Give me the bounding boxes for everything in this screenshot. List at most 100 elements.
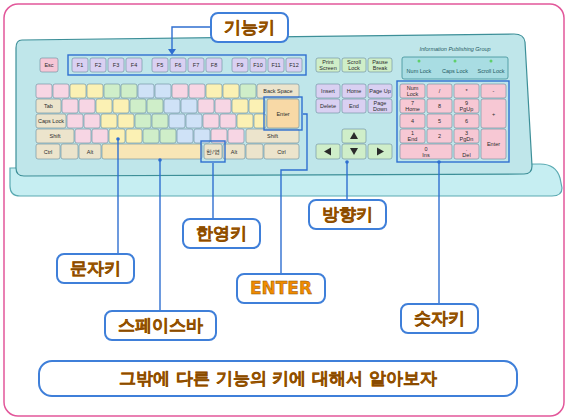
key-label: Shift	[267, 133, 278, 139]
page-frame	[4, 4, 564, 416]
key-cap	[206, 58, 222, 72]
key-label-holder: Shift	[36, 129, 74, 143]
callout-box: ENTER	[236, 273, 326, 304]
key-cap	[169, 114, 185, 128]
key-cap	[92, 129, 108, 143]
key-label: Scroll Lock	[343, 59, 365, 71]
callout-box: 스페이스바	[104, 310, 217, 341]
key-cap	[215, 99, 231, 113]
key-label: 5	[438, 118, 441, 124]
key-cap	[368, 58, 392, 72]
key-cap	[454, 99, 479, 113]
key-label: Back Space	[263, 88, 292, 94]
key-label: PgUp	[460, 106, 474, 112]
key-label-holder: F5	[152, 58, 168, 72]
key-cap	[400, 114, 425, 128]
key-cap	[264, 144, 299, 159]
key-label-holder: Ctrl	[264, 144, 299, 159]
key-cap	[126, 58, 142, 72]
key-cap	[286, 58, 302, 72]
key-label-holder: Pause Break	[368, 58, 392, 72]
key-cap	[135, 114, 151, 128]
key-cap	[220, 114, 236, 128]
callout-label: 방향키	[322, 204, 373, 225]
key-label: F1	[77, 62, 83, 68]
key-label: End	[408, 136, 418, 142]
key-cap	[246, 129, 299, 143]
key-label-holder: Num Lock	[404, 65, 434, 77]
key-cap	[427, 99, 452, 113]
key-label-holder: 5	[427, 114, 452, 128]
arrow-glyph	[350, 148, 358, 155]
key-cap	[160, 129, 176, 143]
key-cap	[36, 144, 60, 159]
key-label-holder: Enter	[481, 129, 506, 159]
key-label-holder: F9	[232, 58, 248, 72]
key-label-holder: .Del	[454, 144, 479, 159]
key-cap	[368, 84, 392, 98]
key-label: Pause Break	[369, 59, 391, 71]
key-label: F9	[237, 62, 243, 68]
key-cap	[96, 99, 112, 113]
arrow-glyph	[350, 132, 358, 139]
callout-box: 한영키	[182, 218, 261, 249]
key-label: F8	[211, 62, 217, 68]
key-label-holder: +	[481, 99, 506, 128]
key-label-holder: Information Publishing Group	[402, 44, 508, 54]
key-label-holder: F4	[126, 58, 142, 72]
key-cap	[36, 114, 66, 128]
key-cap	[113, 99, 129, 113]
key-label: Caps Lock	[442, 68, 468, 74]
arrow-glyph	[377, 148, 384, 156]
key-label: Home	[347, 88, 362, 94]
key-cap	[118, 114, 134, 128]
key-cap	[342, 144, 366, 159]
key-cap	[342, 129, 366, 143]
key-cap	[189, 84, 205, 98]
key-cap	[152, 58, 168, 72]
indicator-panel	[402, 57, 508, 79]
key-label-holder: Page Up	[368, 84, 392, 98]
key-cap	[36, 129, 74, 143]
key-label-holder: F12	[286, 58, 302, 72]
arrow-glyph	[324, 148, 331, 156]
highlight-bracket	[201, 141, 225, 162]
key-label-holder: Caps Lock	[36, 114, 66, 128]
key-label: Delete	[320, 103, 336, 109]
key-cap	[164, 99, 180, 113]
callout-label: 숫자키	[414, 308, 465, 329]
key-label: 한/영	[206, 149, 220, 155]
callout-box: 숫자키	[400, 303, 479, 334]
key-cap	[121, 84, 137, 98]
key-cap	[90, 58, 106, 72]
key-label-holder: Shift	[246, 129, 299, 143]
key-cap	[249, 99, 265, 113]
banner-box: 그밖에 다른 기능의 키에 대해서 알아보자	[38, 360, 518, 397]
key-label: Page Up	[369, 88, 390, 94]
key-label-holder: Num Lock	[400, 84, 425, 98]
key-label: Tab	[44, 103, 53, 109]
key-label-holder: Scroll Lock	[342, 58, 366, 72]
key-cap	[147, 99, 163, 113]
key-cap	[481, 99, 506, 128]
key-cap	[109, 129, 125, 143]
key-label: Print Screen	[317, 59, 339, 71]
key-cap	[70, 84, 86, 98]
key-cap	[427, 114, 452, 128]
key-cap	[79, 99, 95, 113]
key-cap	[368, 99, 392, 113]
leader-dot	[437, 160, 441, 164]
key-label: -	[493, 88, 495, 94]
key-cap	[427, 84, 452, 98]
key-label: Information Publishing Group	[419, 46, 490, 52]
key-label: Scroll Lock	[478, 68, 505, 74]
key-cap	[204, 144, 222, 159]
key-cap	[250, 58, 266, 72]
key-label: 3	[465, 130, 468, 136]
callout-box: 기능키	[210, 12, 289, 43]
leader-line	[159, 160, 160, 325]
key-cap	[268, 58, 284, 72]
